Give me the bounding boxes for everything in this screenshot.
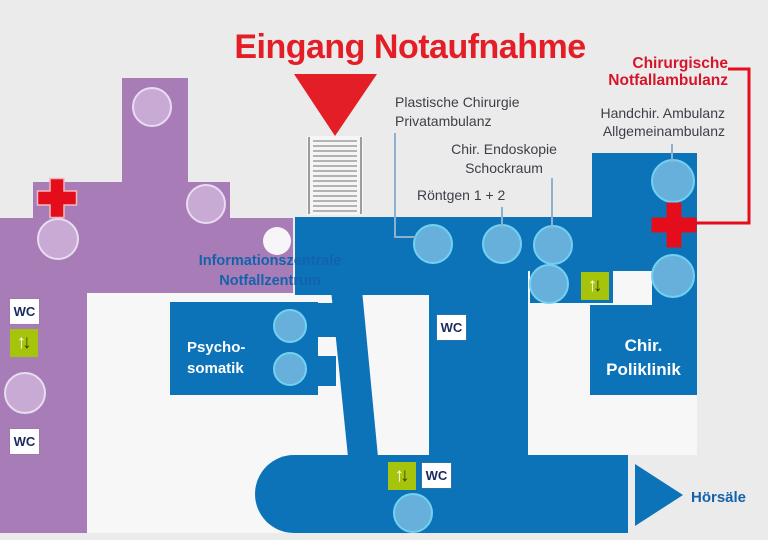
elevator-icon: ↑ ↓ xyxy=(388,462,416,490)
elevator-up-arrow-icon: ↑ xyxy=(587,275,598,296)
label-line: Chir. xyxy=(624,336,663,355)
stairs-steps xyxy=(313,140,357,212)
center-column xyxy=(429,271,528,457)
diagonal-corridor xyxy=(331,290,378,457)
bridge-lower xyxy=(318,356,336,386)
room-marker xyxy=(529,264,569,304)
room-marker xyxy=(651,254,695,298)
label-hoersaele: Hörsäle xyxy=(691,489,747,506)
label-line: Allgemeinambulanz xyxy=(602,123,725,139)
room-marker-psychosomatik xyxy=(273,352,307,386)
label-line: Chirurgische xyxy=(632,55,728,72)
room-marker xyxy=(132,87,172,127)
label-line: somatik xyxy=(187,360,244,377)
elevator-icon: ↑ ↓ xyxy=(581,272,609,300)
label-line: Notfallzentrum xyxy=(219,273,321,289)
label-line: Handchir. Ambulanz xyxy=(600,105,725,121)
wc-icon: WC xyxy=(10,429,39,454)
label-leader-lines xyxy=(394,133,673,238)
room-marker-handchirurgie xyxy=(651,159,695,203)
elevator-down-arrow-icon: ↓ xyxy=(400,465,410,486)
label-handchirurgie: Handchir. Ambulanz Allgemeinambulanz xyxy=(575,104,725,140)
poliklinik-block xyxy=(590,305,697,395)
wc-icon: WC xyxy=(422,463,451,488)
label-line: Psycho- xyxy=(187,339,246,356)
entrance-stairs-icon xyxy=(307,136,363,215)
room-marker-psychosomatik xyxy=(273,309,307,343)
label-plastische-chirurgie: Plastische Chirurgie Privatambulanz xyxy=(395,93,520,131)
label-line: Chir. Endoskopie xyxy=(451,141,557,157)
room-marker-plastische xyxy=(413,224,453,264)
label-roentgen: Röntgen 1 + 2 xyxy=(417,187,506,203)
hoersaele-arrow-icon xyxy=(635,464,683,526)
stairs-rails xyxy=(308,137,362,214)
bridge-upper xyxy=(318,303,336,337)
blue-room-markers xyxy=(273,159,695,533)
label-chir-poliklinik: Chir. Poliklinik xyxy=(590,334,697,382)
room-marker xyxy=(393,493,433,533)
label-line: Schockraum xyxy=(465,160,543,176)
label-line: Privatambulanz xyxy=(395,113,492,129)
label-psychosomatik: Psycho- somatik xyxy=(187,337,245,379)
bottom-wing xyxy=(255,455,628,533)
entrance-arrow-icon xyxy=(294,74,377,136)
label-line: Notfallambulanz xyxy=(608,72,728,89)
room-marker xyxy=(186,184,226,224)
elevator-icon: ↑ ↓ xyxy=(10,329,38,357)
room-marker xyxy=(37,218,79,260)
label-line: Poliklinik xyxy=(606,360,681,379)
page-title: Eingang Notaufnahme xyxy=(234,28,586,66)
band-lower-lip xyxy=(295,271,433,295)
info-point-marker xyxy=(263,227,291,255)
room-marker-endoskopie xyxy=(533,225,573,265)
label-line: Informationszentrale xyxy=(198,253,342,269)
callout-connector-line xyxy=(695,67,751,225)
red-cross-icon xyxy=(651,202,697,248)
red-cross-icon xyxy=(36,177,78,219)
label-chirurgische-notfallambulanz: Chirurgische Notfallambulanz xyxy=(560,55,728,89)
label-informationszentrale: Informationszentrale Notfallzentrum xyxy=(178,251,362,291)
purple-room-markers xyxy=(4,87,226,414)
elevator-up-arrow-icon: ↑ xyxy=(16,332,27,353)
label-line: Plastische Chirurgie xyxy=(395,94,520,110)
leader-plastische xyxy=(394,133,416,238)
room-marker xyxy=(4,372,46,414)
wc-icon: WC xyxy=(10,299,39,324)
elevator-down-arrow-icon: ↓ xyxy=(22,332,32,353)
room-marker-roentgen xyxy=(482,224,522,264)
elevator-up-arrow-icon: ↑ xyxy=(394,465,405,486)
label-endoskopie: Chir. Endoskopie Schockraum xyxy=(440,140,568,178)
elevator-down-arrow-icon: ↓ xyxy=(593,275,603,296)
wc-icon: WC xyxy=(437,315,466,340)
